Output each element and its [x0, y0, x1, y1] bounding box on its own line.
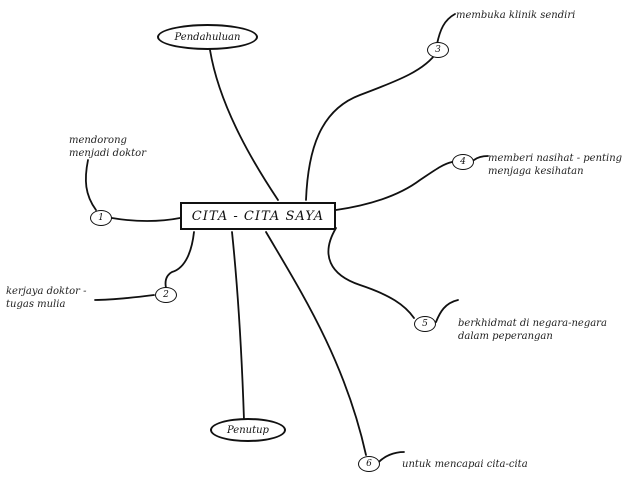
connector-1 [111, 217, 181, 222]
connector-4 [335, 161, 453, 211]
branch-4-line-1: memberi nasihat - penting [488, 153, 623, 164]
closing-node: Penutup [210, 418, 286, 442]
central-topic: CITA - CITA SAYA [180, 202, 336, 230]
connector-6 [265, 231, 367, 456]
branch-4-label: memberi nasihat - penting menjaga kesiha… [488, 152, 622, 178]
intro-label: Pendahuluan [174, 31, 241, 43]
branch-6-number: 6 [358, 456, 380, 472]
branch-5-line-1: berkhidmat di negara-negara [458, 318, 607, 329]
branch-1-number: 1 [90, 210, 112, 226]
branch-4-line-2: menjaga kesihatan [488, 166, 584, 177]
connector-closing [231, 231, 245, 421]
branch-1-label: mendorong menjadi doktor [69, 134, 146, 160]
branch-6-line-1: untuk mencapai cita-cita [402, 459, 528, 470]
connector-intro [209, 49, 279, 201]
branch-2-line-2: tugas mulia [6, 299, 66, 310]
branch-4-number: 4 [452, 154, 474, 170]
central-title: CITA - CITA SAYA [191, 208, 325, 224]
branch-3-line-1: membuka klinik sendiri [456, 10, 576, 21]
connector-4-label [473, 155, 489, 161]
connector-3-label [436, 13, 456, 45]
branch-5-label: berkhidmat di negara-negara dalam pepera… [458, 317, 607, 343]
closing-label: Penutup [227, 424, 269, 436]
branch-5-line-2: dalam peperangan [458, 331, 553, 342]
connector-2 [164, 231, 195, 289]
branch-2-number: 2 [155, 287, 177, 303]
branch-5-number: 5 [414, 316, 436, 332]
branch-1-line-1: mendorong [69, 135, 127, 146]
connector-3 [305, 51, 438, 201]
branch-2-line-1: kerjaya doktor - [6, 286, 87, 297]
connector-1-label [84, 159, 97, 211]
branch-3-number: 3 [427, 42, 449, 58]
branch-6-label: untuk mencapai cita-cita [402, 458, 528, 471]
connector-2-label [94, 294, 155, 301]
branch-1-line-2: menjadi doktor [69, 148, 146, 159]
intro-node: Pendahuluan [157, 24, 258, 50]
branch-2-label: kerjaya doktor - tugas mulia [6, 285, 86, 311]
connector-6-label [377, 451, 405, 464]
branch-3-label: membuka klinik sendiri [456, 9, 575, 22]
connector-5 [327, 227, 415, 319]
connector-5-label [435, 299, 459, 323]
